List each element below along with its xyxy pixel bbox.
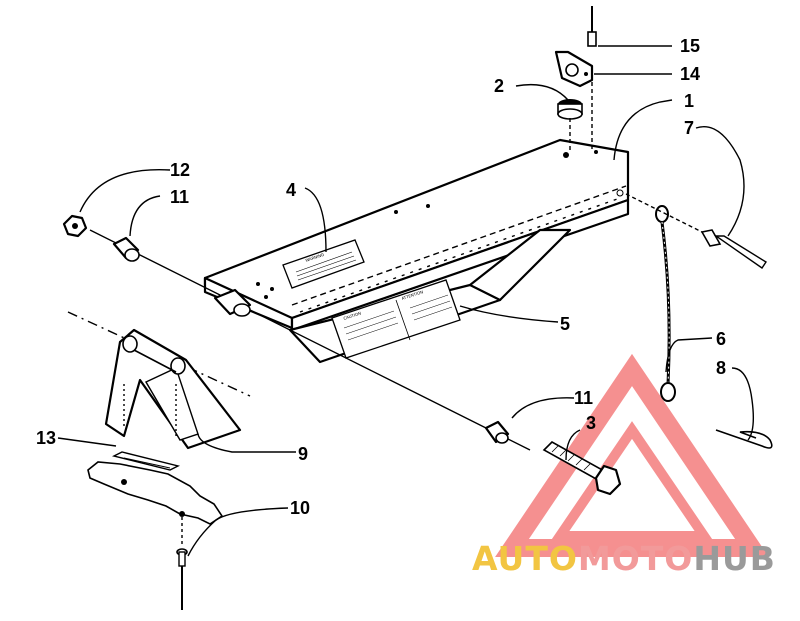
- callout-5: 5: [560, 314, 570, 334]
- callout-11-lower: 11: [574, 388, 593, 408]
- watermark-triangle: [495, 353, 769, 557]
- callout-8: 8: [716, 358, 726, 378]
- callout-9: 9: [298, 444, 308, 464]
- warning-decal-heading: WARNING: [305, 252, 325, 263]
- warning-decal: WARNING: [282, 239, 365, 289]
- pin-part: [625, 193, 767, 269]
- callout-labels: 15 14 2 1 7 4 12 11 5 6 8 11 3 13 9 10: [36, 36, 726, 518]
- rivet-top-part: [587, 6, 597, 47]
- callout-2: 2: [494, 76, 504, 96]
- callout-11-upper: 11: [170, 187, 189, 207]
- callout-14: 14: [680, 64, 700, 84]
- watermark-text: AUTOMOTOHUB: [472, 539, 776, 578]
- clip-part: [715, 429, 773, 449]
- bracket-part: [554, 50, 594, 150]
- plate-bushing: [213, 288, 252, 317]
- bolt-part: [542, 441, 622, 496]
- callout-3: 3: [586, 413, 596, 433]
- watermark-logo: AUTOMOTOHUB: [472, 539, 776, 578]
- watermark-auto: AUTO: [472, 539, 578, 578]
- callout-6: 6: [716, 329, 726, 349]
- watermark-moto: MOTO: [578, 539, 693, 578]
- lanyard-part: [655, 205, 676, 402]
- stand-part: [67, 311, 251, 450]
- callout-1: 1: [684, 91, 694, 111]
- caution-decal-heading: CAUTION: [343, 311, 362, 321]
- callout-10: 10: [290, 498, 310, 518]
- callout-15: 15: [680, 36, 700, 56]
- nut-part: [62, 214, 88, 238]
- caution-decal: CAUTION ATTENTION: [331, 279, 461, 359]
- spacer-plate-part: [111, 451, 181, 471]
- mounting-surface: [87, 461, 224, 546]
- callout-4: 4: [286, 180, 296, 200]
- bushing-upper: [112, 236, 140, 262]
- callout-12: 12: [170, 160, 190, 180]
- bushing-lower: [484, 420, 510, 444]
- callout-7: 7: [684, 118, 694, 138]
- grommet-part: [557, 99, 583, 150]
- axle-line: [89, 229, 491, 431]
- leader-lines: [57, 45, 755, 557]
- watermark-hub: HUB: [693, 539, 776, 578]
- callout-13: 13: [36, 428, 56, 448]
- rivet-bottom-part: [176, 548, 188, 610]
- attention-decal-heading: ATTENTION: [401, 289, 424, 301]
